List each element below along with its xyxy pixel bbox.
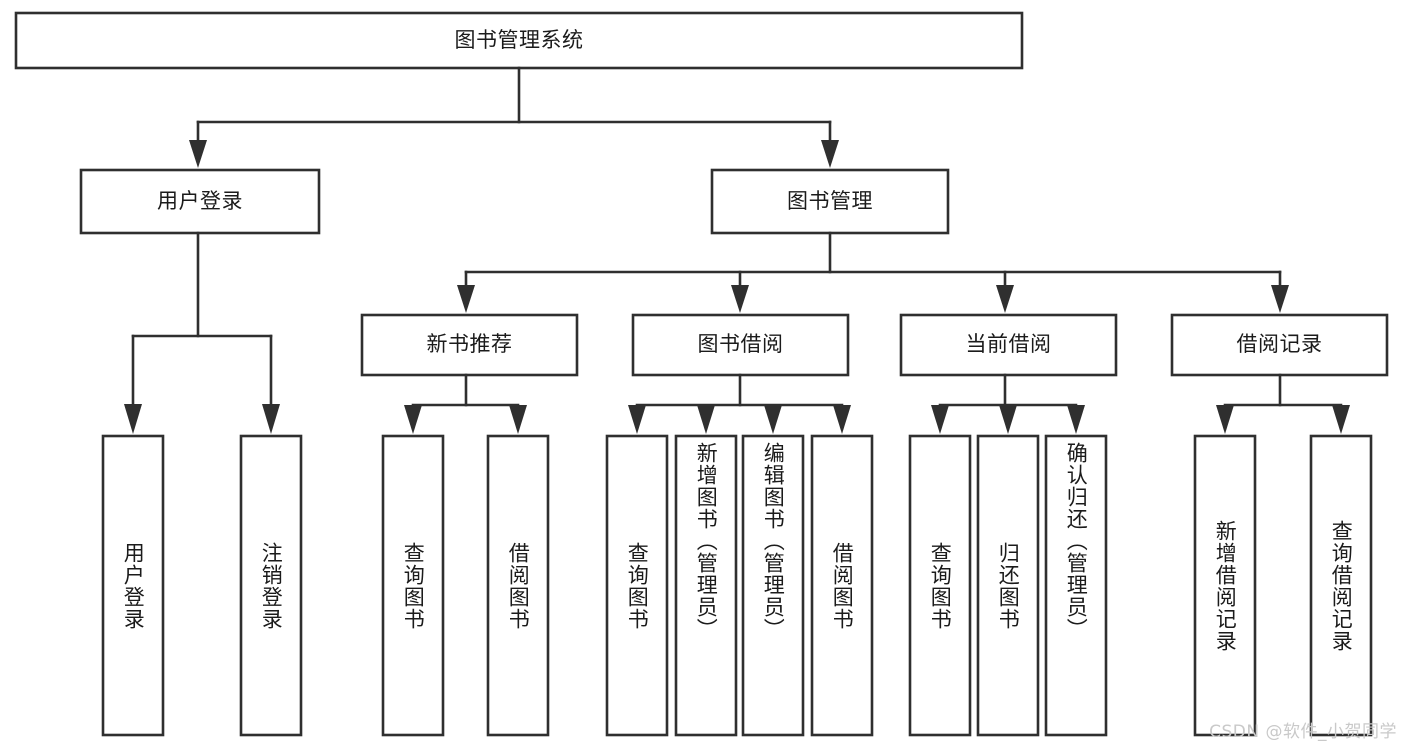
node-rect-current-borrow[interactable] (899, 313, 1118, 377)
node-rect-leaf-book-borrow-2[interactable] (741, 434, 805, 737)
arrow-head-new-book (457, 285, 475, 313)
node-rect-leaf-new-book-0[interactable] (381, 434, 445, 737)
arrow-head-current-borrow (996, 285, 1014, 313)
node-rect-leaf-current-borrow-2[interactable] (1044, 434, 1108, 737)
node-rect-root[interactable] (14, 11, 1024, 70)
arrow-head-borrow-record (1271, 285, 1289, 313)
node-rect-leaf-new-book-1[interactable] (486, 434, 550, 737)
arrow-head-book-borrow-leaf4 (833, 405, 851, 434)
arrow-head-book-borrow-leaf3 (764, 405, 782, 434)
node-rect-book-borrow[interactable] (631, 313, 850, 377)
arrow-head-book-borrow (731, 285, 749, 313)
node-rect-leaf-book-borrow-3[interactable] (810, 434, 874, 737)
node-rect-book-manage[interactable] (710, 168, 950, 235)
arrow-head-current-borrow-leaf1 (931, 405, 949, 434)
arrow-head-book-manage (821, 140, 839, 168)
node-rect-leaf-user-login-0[interactable] (101, 434, 165, 737)
node-rect-borrow-record[interactable] (1170, 313, 1389, 377)
arrow-head-borrow-record-leaf2 (1332, 405, 1350, 434)
arrow-head-current-borrow-leaf3 (1067, 405, 1085, 434)
csdn-watermark: CSDN @软件_小贺同学 (1209, 722, 1397, 742)
arrow-head-book-borrow-leaf1 (628, 405, 646, 434)
node-rect-leaf-current-borrow-0[interactable] (908, 434, 972, 737)
node-rect-leaf-user-login-1[interactable] (239, 434, 303, 737)
arrow-head-user-login-leaf1 (124, 404, 142, 434)
node-rect-leaf-book-borrow-0[interactable] (605, 434, 669, 737)
node-rect-leaf-borrow-record-0[interactable] (1193, 434, 1257, 737)
arrow-head-new-book-leaf2 (509, 405, 527, 434)
arrow-head-user-login (189, 140, 207, 168)
arrow-head-new-book-leaf1 (404, 405, 422, 434)
arrow-head-current-borrow-leaf2 (999, 405, 1017, 434)
node-rect-leaf-current-borrow-1[interactable] (976, 434, 1040, 737)
arrow-head-user-login-leaf2 (262, 404, 280, 434)
node-rect-leaf-book-borrow-1[interactable] (674, 434, 738, 737)
node-rect-leaf-borrow-record-1[interactable] (1309, 434, 1373, 737)
node-rect-user-login[interactable] (79, 168, 321, 235)
node-rect-new-book[interactable] (360, 313, 579, 377)
arrow-head-borrow-record-leaf1 (1216, 405, 1234, 434)
arrow-head-book-borrow-leaf2 (697, 405, 715, 434)
